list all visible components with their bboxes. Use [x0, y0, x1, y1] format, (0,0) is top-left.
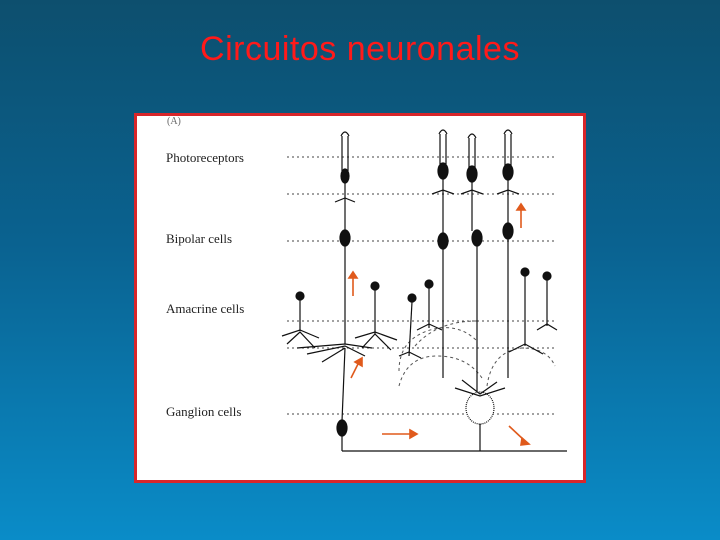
slide-title: Circuitos neuronales — [0, 30, 720, 69]
bipolar-cell-group — [340, 194, 513, 391]
retina-diagram — [137, 116, 583, 480]
ganglion-cell-group — [297, 344, 567, 451]
panel-letter: (A) — [167, 116, 181, 127]
arrow-icon — [382, 430, 417, 438]
arrow-icon — [509, 426, 529, 445]
layer-label-bipolar: Bipolar cells — [166, 231, 232, 247]
layer-label-ganglion: Ganglion cells — [166, 404, 241, 420]
layer-label-photoreceptors: Photoreceptors — [166, 150, 244, 166]
retina-circuit-figure: (A) Photoreceptors Bipolar cells Amacrin… — [134, 113, 586, 483]
arrow-icon — [517, 204, 525, 228]
photoreceptor-group — [335, 130, 519, 202]
arrow-icon — [349, 272, 357, 296]
layer-guides — [287, 157, 557, 414]
layer-label-amacrine: Amacrine cells — [166, 301, 244, 317]
amacrine-cell-group — [282, 268, 557, 358]
arrow-icon — [351, 358, 362, 378]
